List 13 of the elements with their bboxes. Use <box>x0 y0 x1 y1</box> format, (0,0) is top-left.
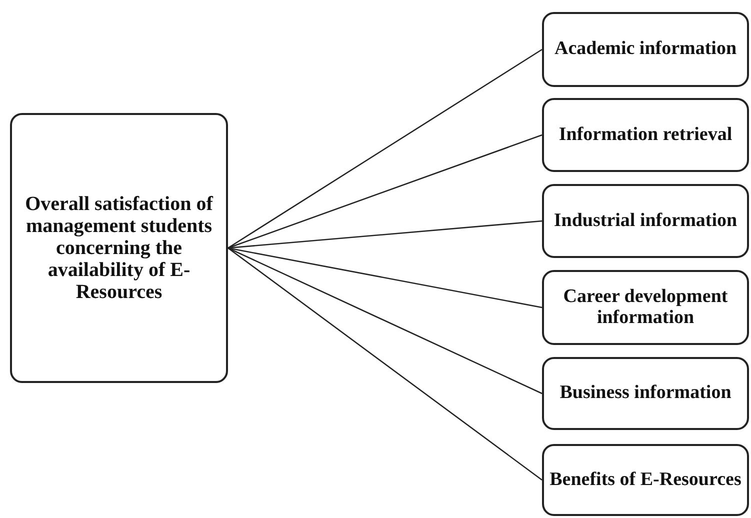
connector-line <box>228 247 542 394</box>
text-box: Information retrieval <box>542 98 749 172</box>
connector-line <box>228 247 542 481</box>
text-box: Industrial information <box>542 184 749 258</box>
text-box: Business information <box>542 357 749 430</box>
text-box: Academic information <box>542 12 749 87</box>
text-box: Benefits of E-Resources <box>542 444 749 516</box>
connector-line <box>228 247 542 308</box>
connector-line <box>228 48 542 249</box>
text-box: Overall satisfaction of management students concerning the availability of E-Resources <box>10 113 228 383</box>
connector-line <box>228 220 542 249</box>
text-box: Career development information <box>542 270 749 345</box>
connector-line <box>228 134 542 249</box>
